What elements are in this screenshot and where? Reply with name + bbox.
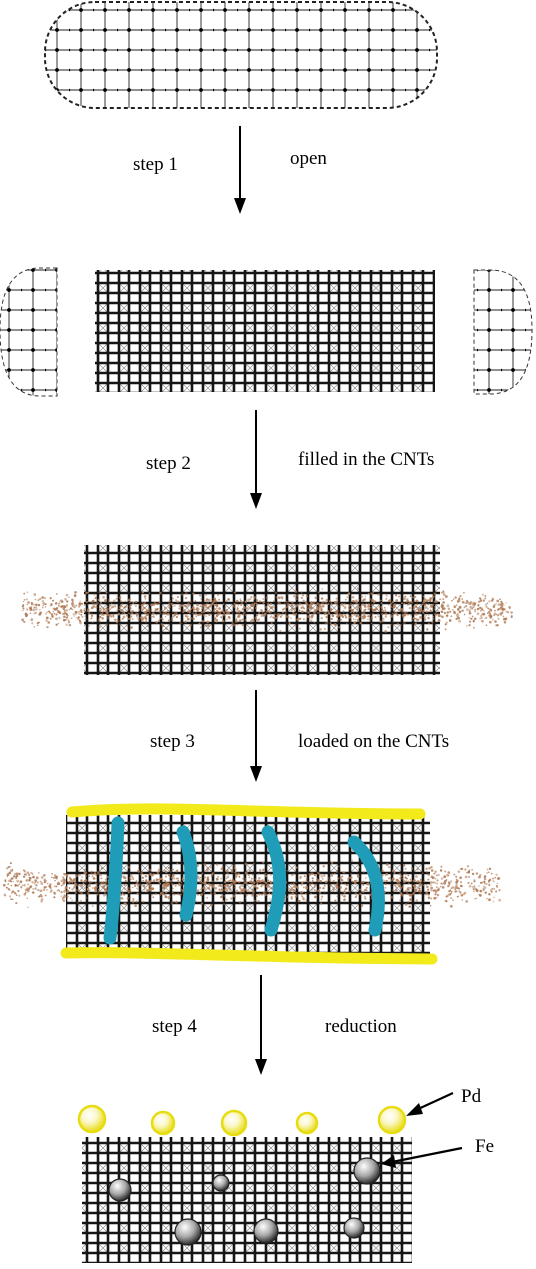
fe-precursor-strand bbox=[176, 825, 198, 922]
loaded-nanotube bbox=[2, 803, 502, 965]
fe-nanoparticle bbox=[253, 1218, 279, 1244]
fe-nanoparticle bbox=[212, 1174, 230, 1192]
pd-nanoparticle bbox=[295, 1111, 319, 1135]
arrow-step-2 bbox=[250, 410, 262, 509]
pd-callout-arrow bbox=[406, 1092, 454, 1116]
step-3-description: loaded on the CNTs bbox=[298, 731, 449, 752]
cut-end-cap-right bbox=[473, 269, 533, 395]
fe-callout-label: Fe bbox=[475, 1136, 494, 1157]
fe-nanoparticle bbox=[174, 1218, 202, 1246]
fe-callout-arrow bbox=[381, 1146, 463, 1168]
arrow-step-3 bbox=[250, 690, 262, 782]
fe-precursor-strand bbox=[347, 835, 385, 937]
arrow-step-4 bbox=[255, 975, 267, 1075]
open-nanotube-body bbox=[95, 270, 435, 392]
filler-particles bbox=[21, 587, 513, 633]
pd-nanoparticle bbox=[377, 1105, 407, 1135]
fe-nanoparticle bbox=[353, 1157, 381, 1185]
step-1-label: step 1 bbox=[133, 154, 178, 175]
step-2-description: filled in the CNTs bbox=[298, 449, 434, 470]
step-1-description: open bbox=[290, 148, 327, 169]
pd-nanoparticle bbox=[150, 1110, 176, 1136]
reduced-nanotube bbox=[77, 1104, 412, 1263]
arrow-step-1 bbox=[234, 126, 246, 214]
closed-nanotube bbox=[44, 1, 438, 109]
step-3-label: step 3 bbox=[150, 731, 195, 752]
step-4-label: step 4 bbox=[152, 1016, 197, 1037]
pd-nanoparticle bbox=[220, 1109, 248, 1137]
fe-precursor-strand bbox=[103, 816, 125, 945]
pd-coating-bottom bbox=[60, 947, 438, 965]
fe-nanoparticle bbox=[343, 1217, 365, 1239]
fe-nanoparticle bbox=[108, 1178, 132, 1202]
step-4-description: reduction bbox=[325, 1016, 397, 1037]
step-2-label: step 2 bbox=[146, 453, 191, 474]
filled-nanotube bbox=[21, 545, 513, 675]
fe-precursor-strand bbox=[261, 825, 287, 937]
pd-nanoparticle bbox=[77, 1104, 107, 1134]
cut-end-cap-left bbox=[0, 267, 58, 397]
pd-callout-label: Pd bbox=[461, 1086, 482, 1107]
pd-coating-top bbox=[66, 803, 426, 820]
